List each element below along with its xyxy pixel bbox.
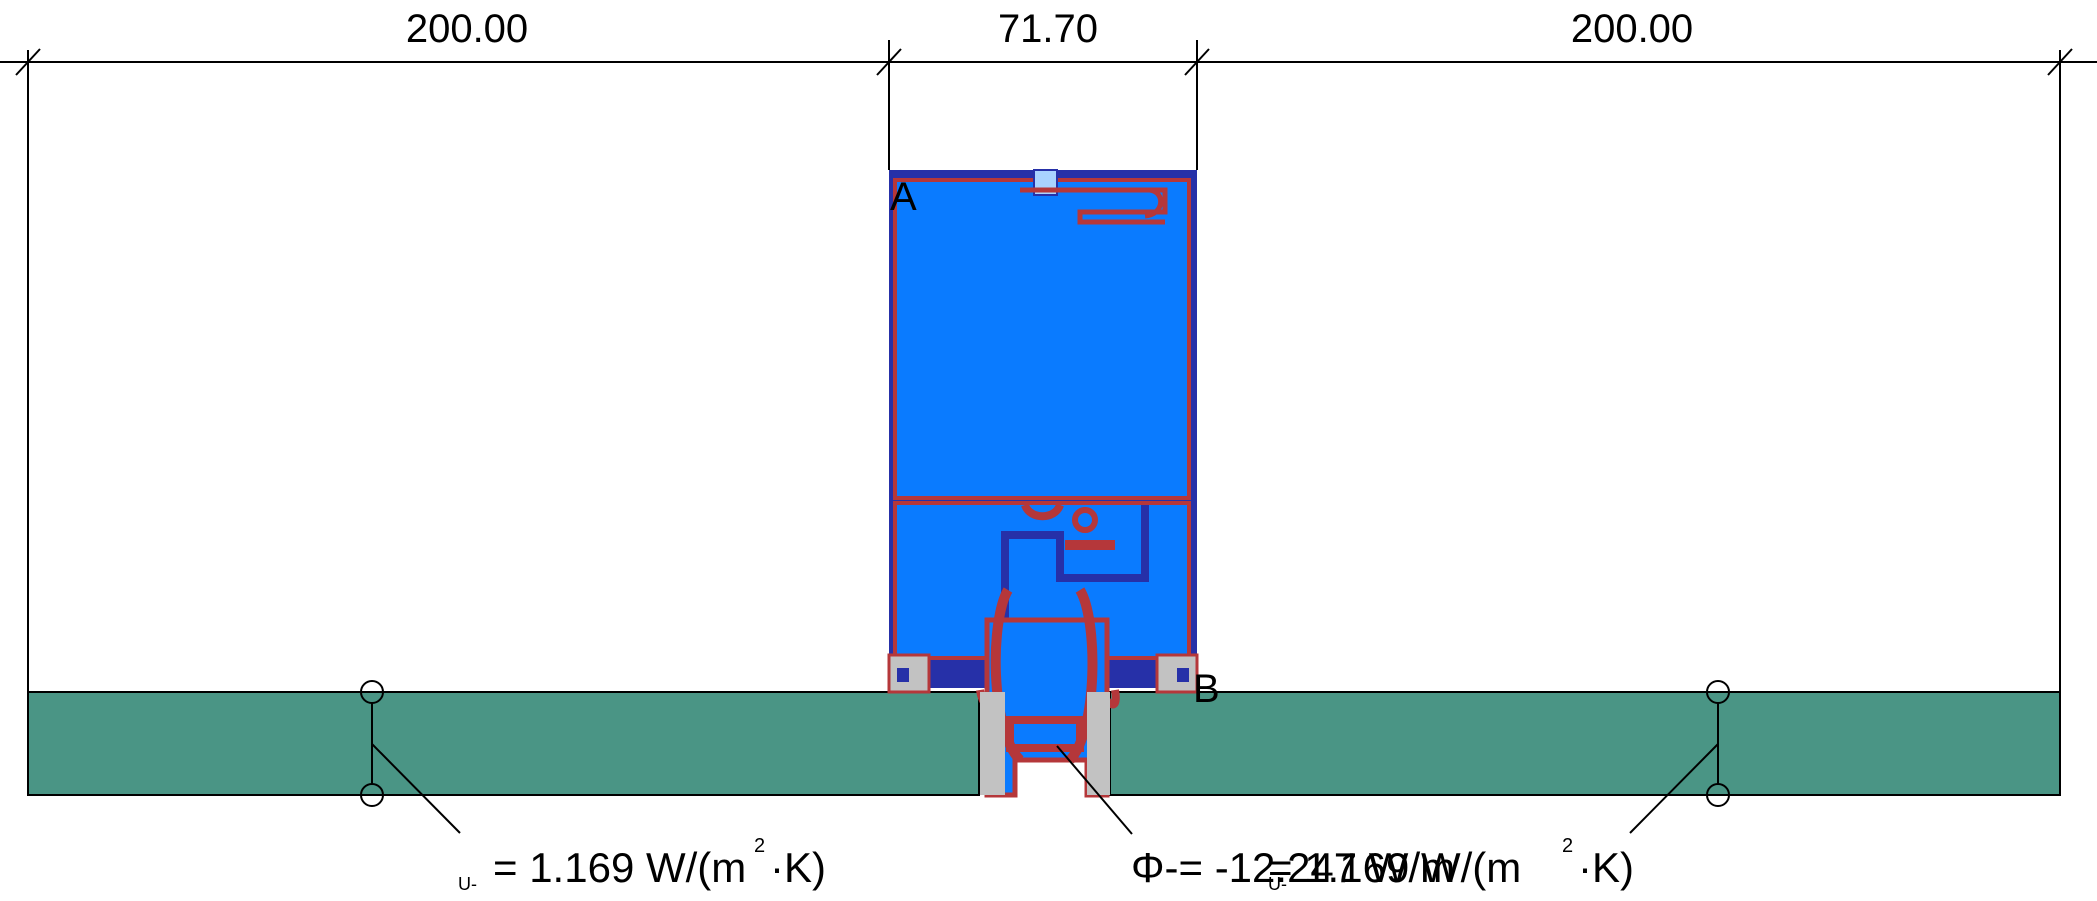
right-glass-panel xyxy=(1109,691,2061,796)
point-a-label: A xyxy=(890,175,917,219)
right-u-unit-tail: ·K) xyxy=(1578,844,1634,891)
dimension-left-width: 200.00 xyxy=(406,7,528,51)
left-u-value: = 1.169 W/(m xyxy=(493,844,746,891)
dimension-line xyxy=(0,40,2097,795)
right-u-value: = 1.169 W/(m xyxy=(1268,844,1521,891)
point-b-label: B xyxy=(1193,667,1220,711)
dimension-middle-width: 71.70 xyxy=(998,7,1098,51)
mullion-profile xyxy=(887,169,1199,798)
heat-flux-value: Φ-= -12.247 W/m xyxy=(1131,844,1455,891)
right-u-exponent: 2 xyxy=(1562,835,1573,857)
left-glass-panel xyxy=(27,691,980,796)
left-u-exponent: 2 xyxy=(754,835,765,857)
right-measurement-marker xyxy=(1629,680,1730,834)
right-u-subscript: U- xyxy=(1268,874,1287,894)
left-u-subscript: U- xyxy=(458,874,477,894)
flux-leader-line xyxy=(1056,745,1133,835)
left-measurement-marker xyxy=(360,680,461,834)
dimension-right-width: 200.00 xyxy=(1571,7,1693,51)
left-u-unit-tail: ·K) xyxy=(770,844,826,891)
